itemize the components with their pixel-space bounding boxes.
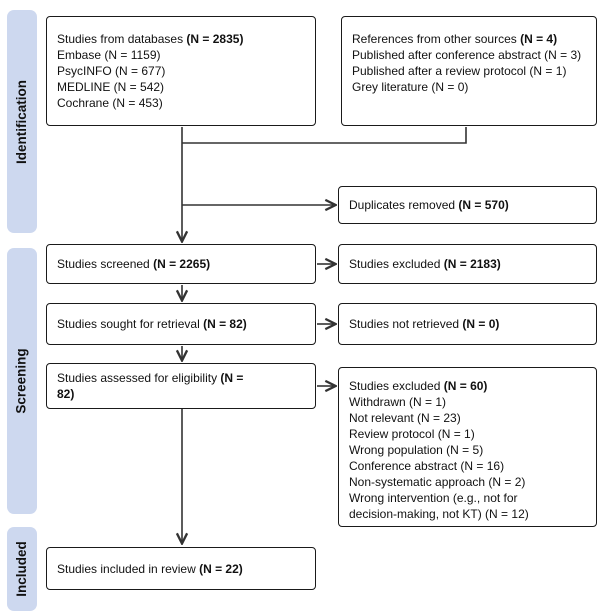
box-title: Studies assessed for eligibility (N = 82… [57, 371, 244, 401]
stage-identification-label: Identification [14, 79, 29, 164]
box-title: Studies screened (N = 2265) [57, 257, 211, 271]
box-studies-not-retrieved: Studies not retrieved (N = 0) [338, 303, 597, 345]
box-title: Studies sought for retrieval (N = 82) [57, 317, 247, 331]
stage-screening-label: Screening [14, 348, 29, 414]
box-title: Duplicates removed (N = 570) [349, 198, 509, 212]
stage-included-label: Included [14, 541, 30, 597]
exclusion-reason: Conference abstract (N = 16) [349, 459, 505, 473]
box-studies-included-review: Studies included in review (N = 22) [46, 547, 316, 590]
stage-included: Included [7, 527, 37, 611]
box-references-other-sources: References from other sources (N = 4) Pu… [341, 16, 597, 126]
box-studies-from-databases: Studies from databases (N = 2835) Embase… [46, 16, 316, 126]
stage-identification: Identification [7, 10, 37, 233]
source-item: Published after conference abstract (N =… [352, 48, 582, 62]
database-item: PsycINFO (N = 677) [57, 64, 166, 78]
exclusion-reason: Not relevant (N = 23) [349, 411, 461, 425]
exclusion-reason: Wrong intervention (e.g., not for decisi… [349, 491, 529, 521]
box-title: Studies from databases (N = 2835) [57, 32, 244, 46]
box-studies-assessed-eligibility: Studies assessed for eligibility (N = 82… [46, 363, 316, 409]
box-title: Studies not retrieved (N = 0) [349, 317, 500, 331]
database-item: Cochrane (N = 453) [57, 96, 163, 110]
box-title: Studies excluded (N = 60) [349, 379, 488, 393]
exclusion-reason: Wrong population (N = 5) [349, 443, 484, 457]
source-item: Grey literature (N = 0) [352, 80, 469, 94]
database-item: Embase (N = 1159) [57, 48, 161, 62]
box-studies-screened: Studies screened (N = 2265) [46, 244, 316, 284]
exclusion-reason: Withdrawn (N = 1) [349, 395, 447, 409]
box-studies-excluded-eligibility: Studies excluded (N = 60) Withdrawn (N =… [338, 367, 597, 527]
box-title: Studies excluded (N = 2183) [349, 257, 501, 271]
box-duplicates-removed: Duplicates removed (N = 570) [338, 186, 597, 224]
box-studies-excluded-screening: Studies excluded (N = 2183) [338, 244, 597, 284]
box-title: References from other sources (N = 4) [352, 32, 558, 46]
exclusion-reason: Review protocol (N = 1) [349, 427, 475, 441]
connector-other-sources-join [182, 127, 467, 144]
exclusion-reason: Non-systematic approach (N = 2) [349, 475, 526, 489]
box-title: Studies included in review (N = 22) [57, 561, 243, 576]
box-studies-sought-retrieval: Studies sought for retrieval (N = 82) [46, 303, 316, 345]
stage-screening: Screening [7, 248, 37, 514]
source-item: Published after a review protocol (N = 1… [352, 64, 567, 78]
database-item: MEDLINE (N = 542) [57, 80, 165, 94]
